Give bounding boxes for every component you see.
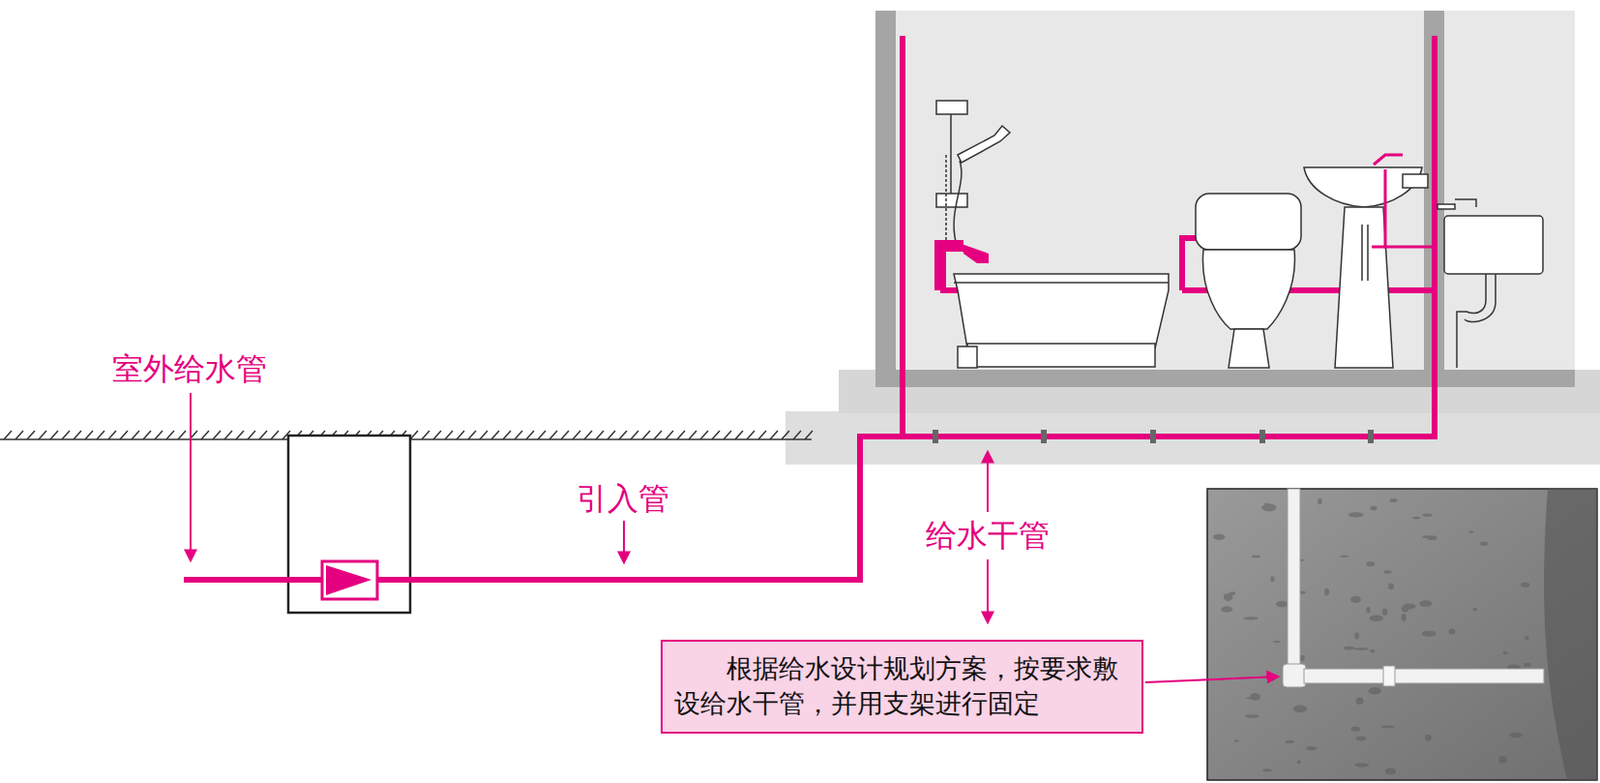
photo-texture [1424,734,1432,741]
shower-set [936,100,1010,242]
photo-texture [1422,534,1434,538]
bathtub [953,273,1169,368]
photo-texture [1401,613,1407,622]
photo-texture [1520,582,1530,588]
photo-texture [1297,759,1302,764]
photo-texture [1213,533,1225,540]
photo-texture [1324,588,1330,596]
photo-texture [1388,582,1394,590]
photo-texture [1355,696,1363,705]
photo-texture [1273,640,1281,643]
photo-texture [1317,498,1323,504]
pipe-support [932,429,1374,444]
photo-texture [1262,768,1272,771]
wall-sink [1437,199,1543,368]
photo-texture [1381,724,1395,728]
leader-line [1145,676,1279,682]
photo-texture [1367,686,1381,694]
pipe-label: 给水干管 [925,518,1050,553]
photo-texture [1348,511,1364,517]
photo-texture [1402,603,1416,610]
wall [875,10,896,387]
photo-texture [1223,592,1234,601]
photo-texture [1365,606,1370,614]
photo-texture [1412,516,1422,520]
pedestal-sink [1303,167,1423,368]
pipe-label: 引入管 [576,481,670,516]
photo-texture [1449,628,1456,635]
photo-texture [1419,599,1432,607]
photo-texture [1354,631,1360,639]
photo-texture [1275,600,1288,607]
toilet [1195,193,1302,368]
label-arrow [190,392,988,623]
photo-texture [1468,531,1475,534]
photo-texture [1502,651,1508,654]
meter-well [288,435,411,613]
photo-texture [1422,630,1437,637]
photo-texture [1350,595,1361,603]
photo-texture [1365,561,1375,566]
photo-texture [1251,555,1261,559]
photo-texture [1234,739,1240,741]
photo-texture [1422,513,1433,517]
callout-text: 根据给水设计规划方案，按要求敷设给水干管，并用支架进行固定 [674,651,1130,722]
photo-texture [1369,649,1375,652]
photo-texture [1368,615,1384,622]
photo-texture [1356,736,1367,741]
water-meter-symbol [322,561,378,599]
photo-texture [1243,616,1258,620]
ground-band [838,369,1600,414]
photo-texture [1305,745,1317,750]
photo-texture [1383,569,1392,573]
photo-texture [1385,768,1397,775]
photo-texture [1249,692,1261,701]
photo-texture [1293,704,1307,712]
photo-texture [1264,503,1270,505]
photo-texture [1354,647,1369,651]
floor-slab [875,369,1575,387]
photo-texture [1339,555,1349,558]
photo-texture [1351,726,1361,732]
photo-texture [1472,607,1478,611]
installation-photo [1207,488,1598,780]
photo-texture [1369,505,1377,511]
photo-texture [1244,713,1260,718]
callout-box: 根据给水设计规划方案，按要求敷设给水干管，并用支架进行固定 [660,639,1144,734]
sink-pipe [1371,154,1432,247]
photo-texture [1270,575,1275,582]
photo-texture [1382,608,1388,616]
room-background [875,10,1575,379]
photo-texture [1284,740,1295,743]
photo-texture [1220,606,1233,613]
photo-texture [1498,755,1508,764]
photo-texture [1523,662,1532,667]
photo-texture [1355,762,1370,767]
pipe-label: 室外给水管 [112,352,267,386]
photo-texture [1524,635,1529,640]
photo-texture [1261,503,1276,512]
photo-texture [1343,646,1356,651]
photo-texture [1390,498,1398,503]
photo-texture [1480,540,1488,546]
photo-texture [1510,732,1523,739]
